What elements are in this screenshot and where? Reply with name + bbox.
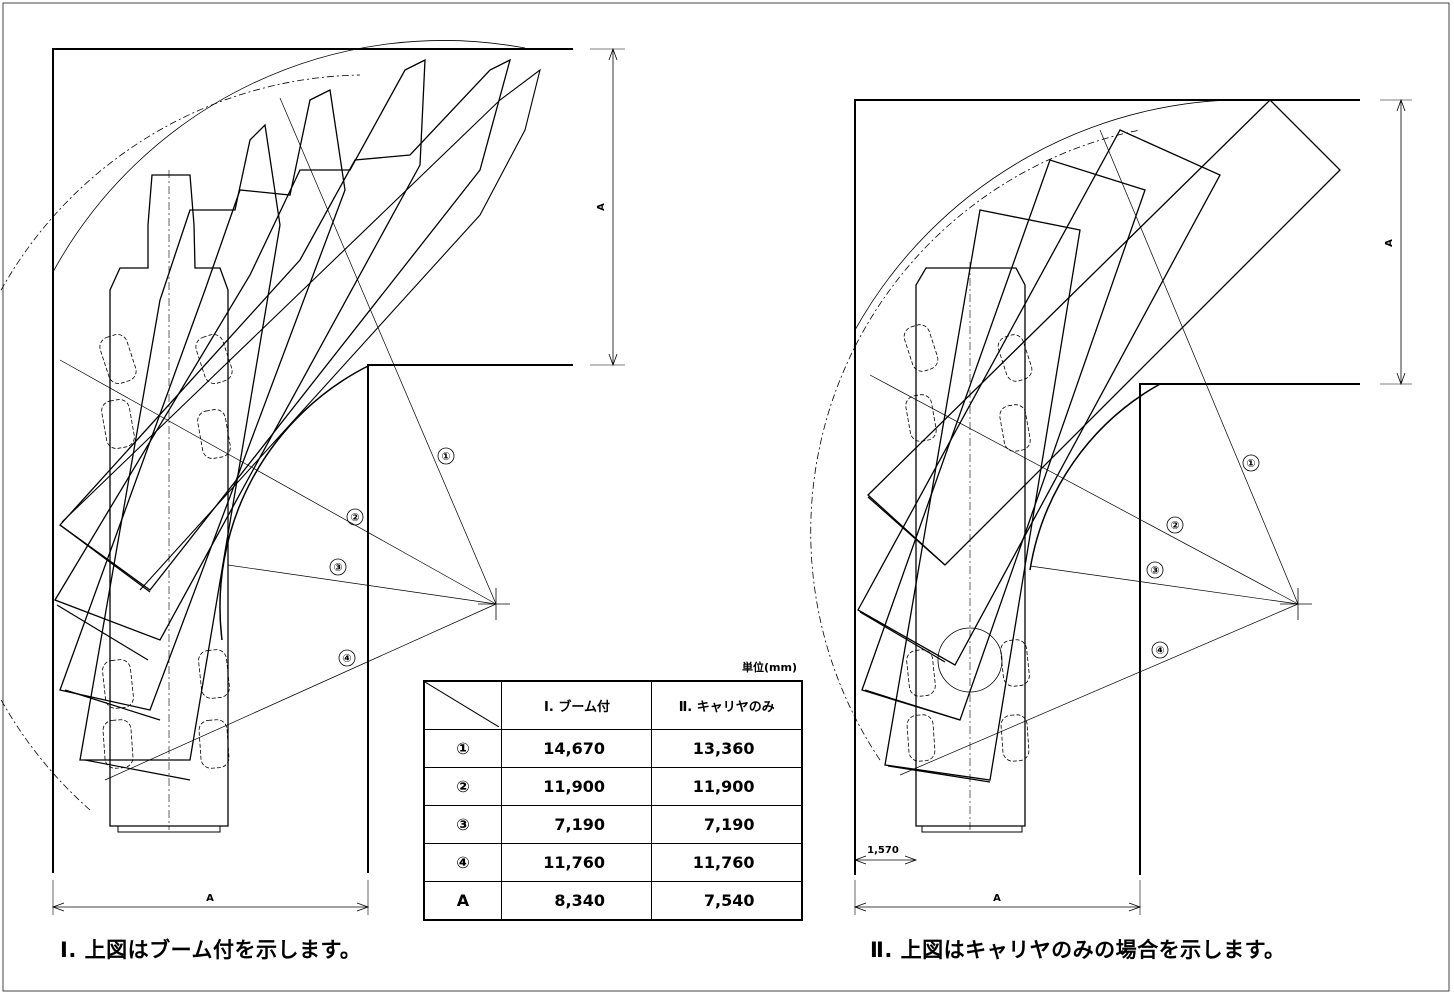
col-header-carrier: Ⅱ. キャリヤのみ [651, 680, 802, 730]
right-rotated-positions [857, 99, 1341, 781]
left-bumper [117, 825, 221, 833]
dimensions-table: Ⅰ. ブーム付 Ⅱ. キャリヤのみ ① 14,670 13,360 ② 11,9… [423, 680, 803, 921]
row-carrier-value: 7,190 [651, 805, 802, 844]
row-key: ① [423, 729, 502, 768]
table-row: ① 14,670 13,360 [423, 729, 802, 768]
row-carrier-value: 13,360 [651, 729, 802, 768]
caption-boom: Ⅰ. 上図はブーム付を示します。 [60, 938, 362, 962]
table-header-row: Ⅰ. ブーム付 Ⅱ. キャリヤのみ [423, 680, 802, 730]
right-marker-3: ③ [1150, 564, 1159, 577]
left-marker-3: ③ [333, 561, 342, 574]
right-bottom-a-label: A [993, 893, 1001, 904]
row-carrier-value: 7,540 [651, 881, 802, 921]
left-arc-2 [0, 74, 361, 811]
row-boom-value: 7,190 [501, 805, 652, 844]
left-inner-arc [219, 364, 371, 641]
row-boom-value: 11,900 [501, 767, 652, 806]
table-row: ④ 11,760 11,760 [423, 843, 802, 882]
left-marker-4: ④ [342, 652, 351, 665]
right-inner-wall [1139, 383, 1360, 875]
right-vehicle-base [915, 267, 1026, 827]
row-boom-value: 11,760 [501, 843, 652, 882]
table-row: ② 11,900 11,900 [423, 767, 802, 806]
left-radius-4 [104, 603, 497, 781]
right-outer-wall [854, 99, 1360, 875]
right-radius-2 [869, 374, 1299, 605]
table-row: A 8,340 7,540 [423, 881, 802, 921]
col-header-boom: Ⅰ. ブーム付 [501, 680, 652, 730]
left-turning-diagram [0, 40, 625, 915]
right-arc-2 [810, 129, 1141, 761]
right-offset-label: 1,570 [867, 845, 899, 856]
caption-carrier: Ⅱ. 上図はキャリヤのみの場合を示します。 [870, 938, 1286, 962]
right-outer-arc [854, 99, 1269, 331]
left-bottom-a-label: A [206, 893, 214, 904]
table-corner-cell [423, 680, 502, 730]
left-outer-arc [52, 40, 526, 273]
right-radius-3 [1029, 565, 1299, 605]
diagonal-line [425, 682, 499, 727]
right-turning-diagram [810, 98, 1412, 915]
row-key: ③ [423, 805, 502, 844]
right-radius-4 [899, 603, 1299, 776]
left-radius-1 [279, 97, 497, 605]
right-dim-a-label: A [1384, 239, 1395, 247]
right-marker-2: ② [1170, 519, 1179, 532]
left-inner-wall [367, 364, 573, 873]
left-vehicle-base [109, 174, 229, 827]
table-row: ③ 7,190 7,190 [423, 805, 802, 844]
unit-label: 単位(mm) [742, 661, 797, 674]
row-key: ④ [423, 843, 502, 882]
right-inner-arc [1029, 383, 1161, 571]
right-radius-1 [1099, 129, 1299, 605]
left-dim-a-label: A [596, 203, 607, 211]
row-carrier-value: 11,900 [651, 767, 802, 806]
left-radius-2 [59, 359, 497, 605]
left-marker-1: ① [441, 450, 450, 463]
row-boom-value: 14,670 [501, 729, 652, 768]
row-boom-value: 8,340 [501, 881, 652, 921]
right-marker-1: ① [1246, 457, 1255, 470]
left-marker-2: ② [350, 511, 359, 524]
left-radius-3 [227, 564, 497, 605]
left-rotated-positions [54, 58, 541, 761]
row-key: A [423, 881, 502, 921]
left-outer-wall [52, 48, 573, 873]
right-marker-4: ④ [1155, 644, 1164, 657]
row-key: ② [423, 767, 502, 806]
row-carrier-value: 11,760 [651, 843, 802, 882]
